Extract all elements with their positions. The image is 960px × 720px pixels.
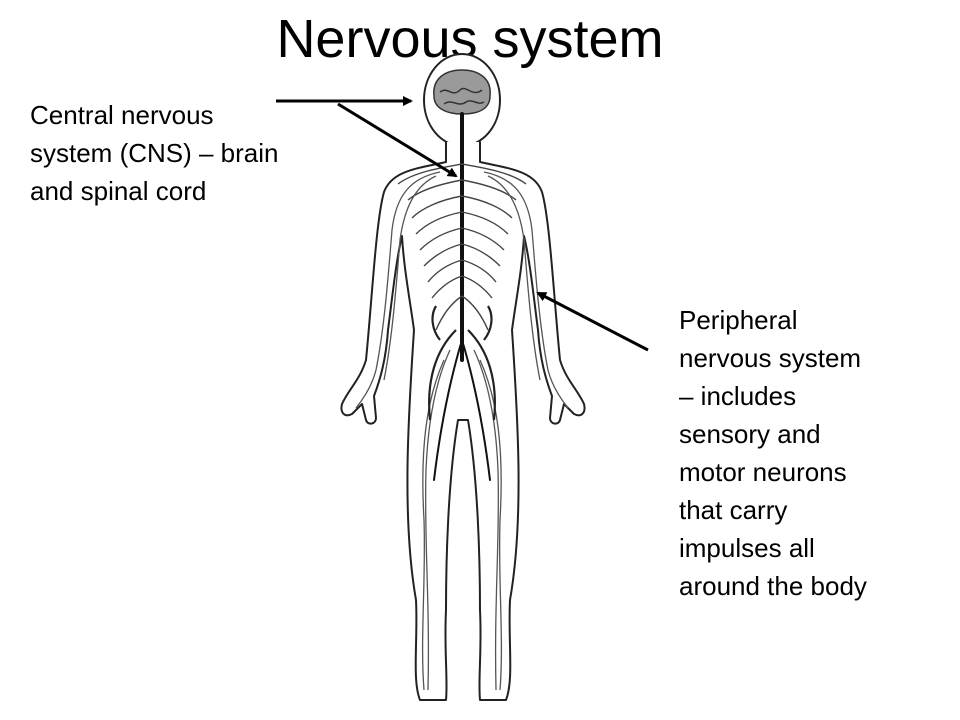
spinal-nerve (461, 259, 497, 283)
spinal-nerve (397, 163, 463, 185)
cns-label-line: system (CNS) – brain (30, 138, 279, 168)
pointer-arrow-icon (276, 96, 649, 352)
spinal-nerve (461, 195, 513, 219)
pns-label-line: – includes (679, 381, 797, 411)
pns-label-line: around the body (679, 571, 867, 601)
spinal-nerve (423, 243, 463, 267)
cns-label: Central nervous system (CNS) – brain and… (30, 96, 350, 210)
spinal-nerve (411, 195, 463, 219)
spinal-nerve (461, 275, 493, 299)
spinal-nerve (461, 179, 517, 201)
peripheral-nerves (355, 171, 569, 691)
spinal-nerve (415, 211, 463, 235)
leg-nerve-right (473, 349, 500, 691)
leg-nerve-left (424, 349, 451, 691)
arm-nerve-left (383, 175, 437, 381)
spinal-nerve (407, 179, 463, 201)
spinal-nerve (419, 227, 463, 251)
spinal-nerve (461, 295, 489, 331)
pns-label-line: Peripheral (679, 305, 798, 335)
pns-label: Peripheral nervous system – includes sen… (679, 301, 949, 605)
spinal-nerve (427, 259, 463, 283)
arm-nerve-right (483, 171, 569, 409)
leg-nerve-left (421, 359, 445, 691)
pns-arrow (536, 291, 649, 352)
pns-label-line: motor neurons (679, 457, 847, 487)
cns-label-line: Central nervous (30, 100, 214, 130)
spinal-nerve (461, 163, 527, 185)
arm-nerve-right (487, 175, 541, 381)
spinal-nerves (397, 163, 527, 331)
spinal-cord-icon (433, 112, 491, 481)
spinal-nerve (461, 227, 505, 251)
brain-fold (443, 100, 485, 105)
pelvic-plexus (428, 305, 496, 421)
spinal-nerve (435, 295, 463, 331)
brain-fold (439, 87, 483, 94)
brain-shape (433, 69, 491, 115)
cns-label-line: and spinal cord (30, 176, 207, 206)
brain-icon (433, 69, 491, 115)
spinal-nerve (431, 275, 463, 299)
pns-label-line: that carry (679, 495, 788, 525)
spinal-nerve (461, 243, 501, 267)
pns-label-line: sensory and (679, 419, 821, 449)
pns-label-line: impulses all (679, 533, 815, 563)
leg-nerve-right (479, 359, 503, 691)
spinal-nerve (461, 211, 509, 235)
pns-label-line: nervous system (679, 343, 862, 373)
cns-arrow-to-spinal-cord (337, 102, 458, 178)
arm-nerve-left (355, 171, 441, 409)
cauda-equina (433, 339, 491, 481)
